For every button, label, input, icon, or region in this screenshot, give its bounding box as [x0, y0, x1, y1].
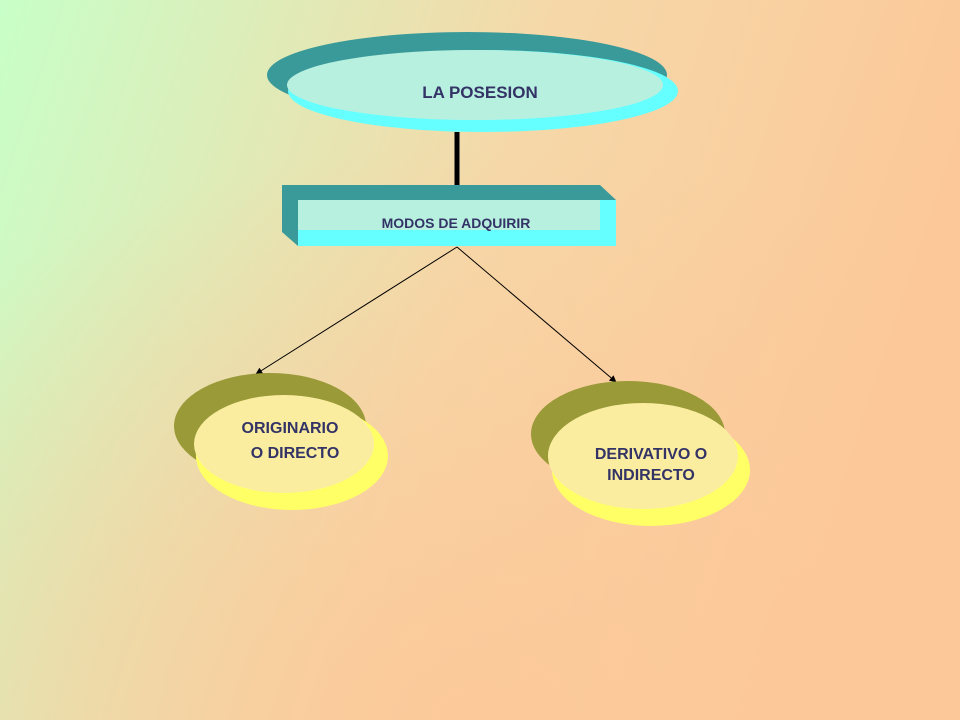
node-la-posesion[interactable]: LA POSESION — [267, 32, 678, 132]
node-originario-highlight — [194, 395, 374, 493]
node-modos-highlight — [298, 200, 600, 230]
node-la-posesion-label: LA POSESION — [422, 83, 538, 102]
node-originario[interactable]: ORIGINARIO O DIRECTO — [174, 373, 388, 510]
connector-modos-to-originario — [255, 246, 458, 375]
node-la-posesion-highlight — [287, 50, 663, 120]
node-originario-label-line1: ORIGINARIO — [242, 420, 339, 437]
node-derivativo-label-line1: DERIVATIVO O — [595, 446, 707, 463]
node-derivativo-label-line2: INDIRECTO — [607, 467, 695, 484]
node-modos-label: MODOS DE ADQUIRIR — [382, 215, 531, 231]
node-originario-label-line2: O DIRECTO — [251, 445, 340, 462]
node-derivativo[interactable]: DERIVATIVO O INDIRECTO — [531, 381, 750, 526]
connector-modos-to-derivativo — [456, 246, 617, 383]
node-derivativo-highlight — [548, 403, 738, 509]
node-modos-de-adquirir[interactable]: MODOS DE ADQUIRIR — [282, 185, 616, 246]
